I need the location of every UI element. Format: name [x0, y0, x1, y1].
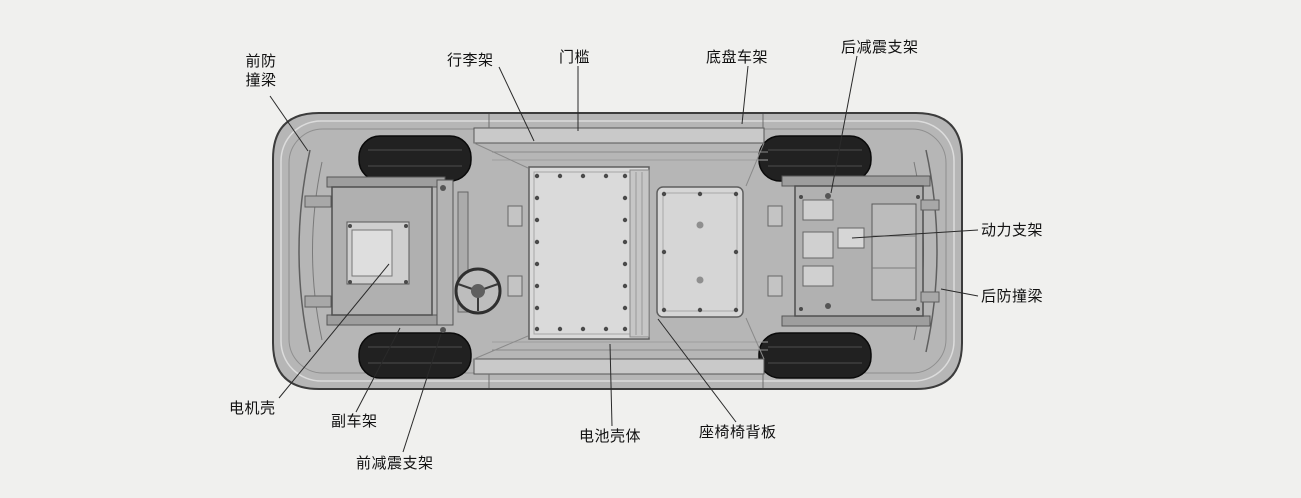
- rear-crossmember-top: [781, 175, 931, 187]
- label-front-shock-bracket: 前减震支架: [356, 455, 434, 472]
- front-shock-mount-bottom: [440, 327, 446, 333]
- label-rear-bumper: 后防撞梁: [981, 288, 1044, 305]
- leader-motor-housing: [278, 263, 390, 399]
- wheel-rear-top: [758, 135, 872, 182]
- front-module: [304, 176, 469, 333]
- power-bracket-part: [837, 227, 865, 249]
- leader-seat-backrest: [657, 318, 737, 423]
- label-luggage-rack: 行李架: [447, 52, 494, 69]
- door-sill-bottom: [473, 358, 765, 375]
- front-shock-rail: [436, 179, 454, 326]
- leader-lines: [269, 55, 979, 453]
- label-chassis-frame: 底盘车架: [706, 49, 769, 66]
- label-rear-shock-bracket: 后减震支架: [841, 39, 919, 56]
- seat-panel-bolts: [661, 191, 739, 313]
- front-subframe-crossmember-bottom: [326, 314, 446, 326]
- label-front-bumper: 前防 撞梁: [245, 53, 277, 89]
- leader-subframe: [355, 327, 401, 413]
- label-seat-backrest: 座椅椅背板: [699, 424, 777, 441]
- leader-front-shock-bracket: [402, 333, 442, 453]
- seat-backrest-panel: [656, 186, 744, 318]
- wheel-rear-bottom: [758, 332, 872, 379]
- label-subframe: 副车架: [331, 413, 378, 430]
- wheel-front-bottom: [358, 332, 472, 379]
- wheel-front-top: [358, 135, 472, 182]
- leader-front-bumper: [269, 95, 309, 152]
- leader-chassis-frame: [741, 65, 749, 125]
- label-door-sill: 门槛: [559, 49, 591, 66]
- leader-power-bracket: [851, 229, 979, 239]
- steering-wheel-icon: [454, 267, 502, 315]
- battery-panel: [528, 166, 650, 340]
- rear-module: [781, 175, 940, 327]
- leader-luggage-rack: [498, 66, 535, 142]
- rear-shock-mount-top: [825, 193, 831, 199]
- label-power-bracket: 动力支架: [981, 222, 1044, 239]
- rear-bumper-beam: [925, 149, 938, 353]
- front-bumper-beam: [298, 149, 311, 353]
- leader-rear-shock-bracket: [830, 55, 858, 194]
- leader-rear-bumper: [940, 288, 979, 297]
- wheels: [358, 135, 872, 379]
- label-motor-housing: 电机壳: [229, 400, 276, 417]
- front-shock-mount-top: [440, 185, 446, 191]
- rear-crossmember-bottom: [781, 315, 931, 327]
- label-battery-housing: 电池壳体: [579, 428, 642, 445]
- rear-shock-mount-bottom: [825, 303, 831, 309]
- battery-bolts: [534, 173, 628, 332]
- door-sill-top: [473, 127, 765, 144]
- rear-motor-block: [871, 203, 917, 301]
- leader-battery-housing: [609, 343, 613, 427]
- front-subframe-crossmember-top: [326, 176, 446, 188]
